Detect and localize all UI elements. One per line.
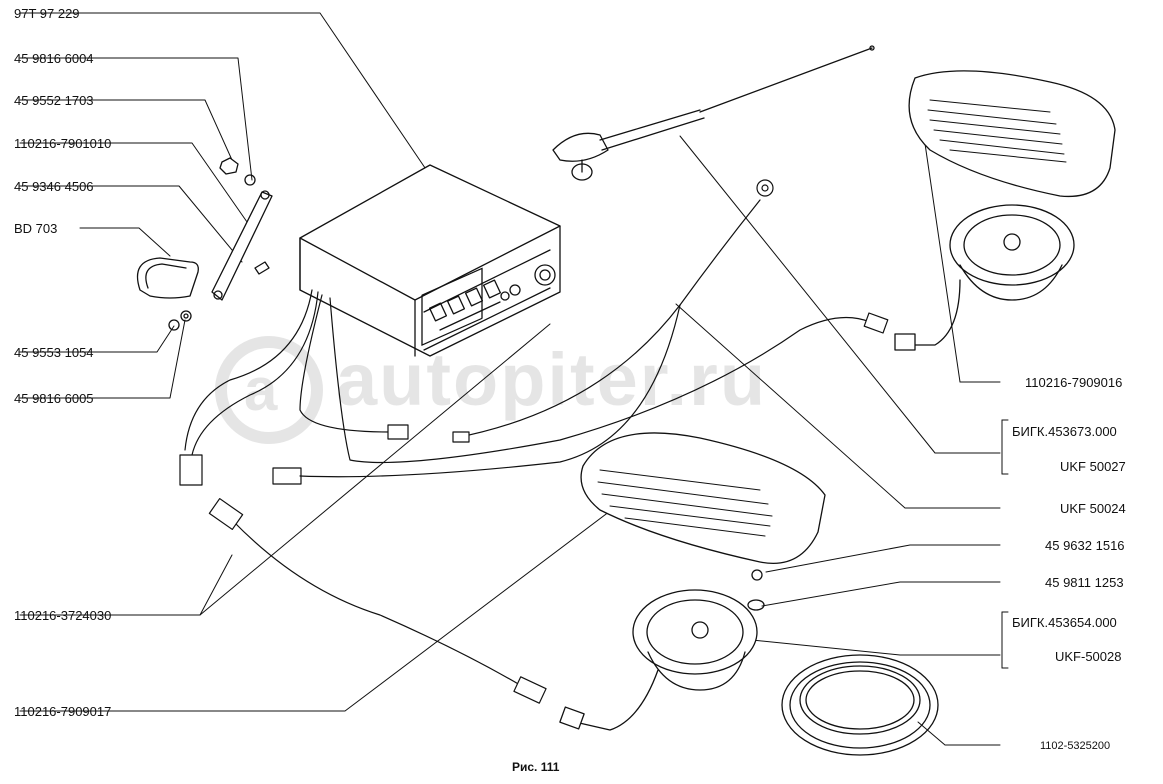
label-ukf50027: UKF 50027 [1060,459,1126,474]
label-4598166004: 45 9816 6004 [14,51,94,66]
strap-drawing [136,257,199,299]
antenna-drawing [552,45,875,181]
label-4598166005: 45 9816 6005 [14,391,94,406]
label-110216-7901010: 110216-7901010 [14,136,112,151]
label-ukf-50028: UKF-50028 [1055,649,1122,664]
label-1102-5325200: 1102-5325200 [1040,740,1111,752]
label-4595521703: 45 9552 1703 [14,93,94,108]
label-bigk-453673: БИГК.453673.000 [1012,424,1117,439]
label-4593464506: 45 9346 4506 [14,179,94,194]
label-110216-7909016: 110216-7909016 [1025,375,1123,390]
bottom-speaker-drawing [559,432,826,731]
leader-lines [19,12,1009,746]
label-110216-7909017: 110216-7909017 [14,704,112,719]
label-97t97229: 97T 97 229 [14,6,80,21]
watermark: autopiter.ru [336,338,768,421]
label-110216-3724030: 110216-3724030 [14,608,112,623]
figure-caption: Рис. 111 [512,760,560,774]
label-4595531054: 45 9553 1054 [14,345,94,360]
radio-unit-drawing [299,164,561,357]
label-ukf50024: UKF 50024 [1060,501,1126,516]
top-speaker-drawing [894,70,1116,351]
label-bigk-453654: БИГК.453654.000 [1012,615,1117,630]
label-4596321516: 45 9632 1516 [1045,538,1125,553]
gasket-ring-drawing [781,654,939,756]
wiring-harness-drawing [179,179,889,704]
bracket-drawing [168,157,273,331]
label-4598111253: 45 9811 1253 [1045,575,1124,590]
label-bd703: BD 703 [14,221,58,236]
